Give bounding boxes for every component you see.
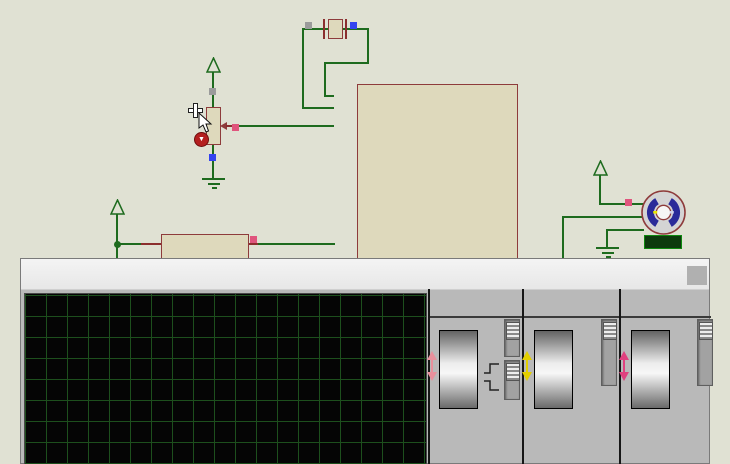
wire xyxy=(116,214,118,245)
trigger-panel-title xyxy=(430,292,522,305)
wire xyxy=(324,95,334,97)
power-arrow-icon xyxy=(110,199,125,215)
switch-knob[interactable] xyxy=(506,322,520,340)
pin-stub xyxy=(249,243,258,245)
wire xyxy=(562,216,644,218)
power-arrow-icon xyxy=(206,57,221,73)
wire xyxy=(341,28,369,30)
wire xyxy=(229,125,334,127)
level-adjust-arrows[interactable] xyxy=(426,351,438,381)
crystal-plate xyxy=(323,19,325,39)
channel-a-position-drum[interactable] xyxy=(534,330,573,409)
pin-state-square xyxy=(305,22,312,29)
channel-c-coupling-switch[interactable] xyxy=(697,319,713,386)
power-arrow-icon xyxy=(593,160,608,176)
switch-knob[interactable] xyxy=(506,363,520,381)
rising-edge-icon xyxy=(484,363,499,374)
channel-a-coupling-switch[interactable] xyxy=(601,319,617,386)
ground-symbol xyxy=(596,247,619,249)
window-titlebar[interactable] xyxy=(21,259,709,290)
wire xyxy=(302,107,334,109)
pin-state-square xyxy=(350,22,357,29)
panel-divider xyxy=(428,289,430,464)
pin-state-square xyxy=(250,236,257,243)
position-adjust-arrows[interactable] xyxy=(618,351,630,381)
pot-wiper-shaft xyxy=(226,125,232,127)
position-adjust-arrows[interactable] xyxy=(521,351,533,381)
crystal-body[interactable] xyxy=(328,19,343,39)
wire xyxy=(606,229,608,248)
ground-symbol xyxy=(601,252,614,254)
crystal-plate xyxy=(345,19,347,39)
channel-c-title xyxy=(621,292,711,305)
channel-c-volts-knob[interactable] xyxy=(618,411,696,464)
pin-state-square xyxy=(209,88,216,95)
switch-knob[interactable] xyxy=(603,322,617,340)
wire-junction xyxy=(113,240,121,248)
pin-state-square xyxy=(625,199,632,206)
mouse-cursor xyxy=(198,112,213,133)
scope-traces xyxy=(25,294,426,464)
panel-divider xyxy=(619,289,621,464)
wire xyxy=(562,216,564,259)
cursor-crosshair xyxy=(188,103,204,119)
wire xyxy=(302,28,304,109)
channel-c-position-drum[interactable] xyxy=(631,330,670,409)
wire xyxy=(302,28,329,30)
divider xyxy=(430,316,522,318)
pot-wiper-arrow xyxy=(220,122,227,130)
trigger-level-drum[interactable] xyxy=(439,330,478,409)
wire xyxy=(324,62,326,97)
close-icon[interactable] xyxy=(687,266,707,285)
ground-symbol xyxy=(605,256,611,258)
wire xyxy=(367,28,369,64)
channel-a-volts-knob[interactable] xyxy=(521,411,599,464)
servo-motor xyxy=(641,190,686,235)
ground-symbol xyxy=(207,183,220,185)
scope-display xyxy=(24,293,427,464)
oscilloscope-window xyxy=(20,258,713,464)
switch-knob[interactable] xyxy=(699,322,713,340)
wire xyxy=(324,62,369,64)
mcu-body[interactable] xyxy=(357,84,518,264)
trigger-edge-switch[interactable] xyxy=(504,360,520,400)
wire xyxy=(212,143,214,179)
pin-state-square xyxy=(209,154,216,161)
wire xyxy=(599,175,601,205)
servo-angle-display xyxy=(644,235,682,249)
wire xyxy=(606,229,644,231)
ground-symbol xyxy=(211,187,217,189)
divider xyxy=(621,316,711,318)
wire xyxy=(599,203,644,205)
panel-divider xyxy=(522,289,524,464)
wire xyxy=(258,243,335,245)
falling-edge-icon xyxy=(484,380,499,391)
wire xyxy=(116,244,118,259)
pot-decrement-control[interactable]: ▼ xyxy=(194,132,209,147)
divider xyxy=(524,316,619,318)
trigger-coupling-switch[interactable] xyxy=(504,319,520,357)
ground-symbol xyxy=(202,178,225,180)
pin-stub xyxy=(141,243,161,245)
wire xyxy=(116,243,143,245)
pin-state-square xyxy=(232,124,239,131)
channel-a-title xyxy=(524,292,619,305)
